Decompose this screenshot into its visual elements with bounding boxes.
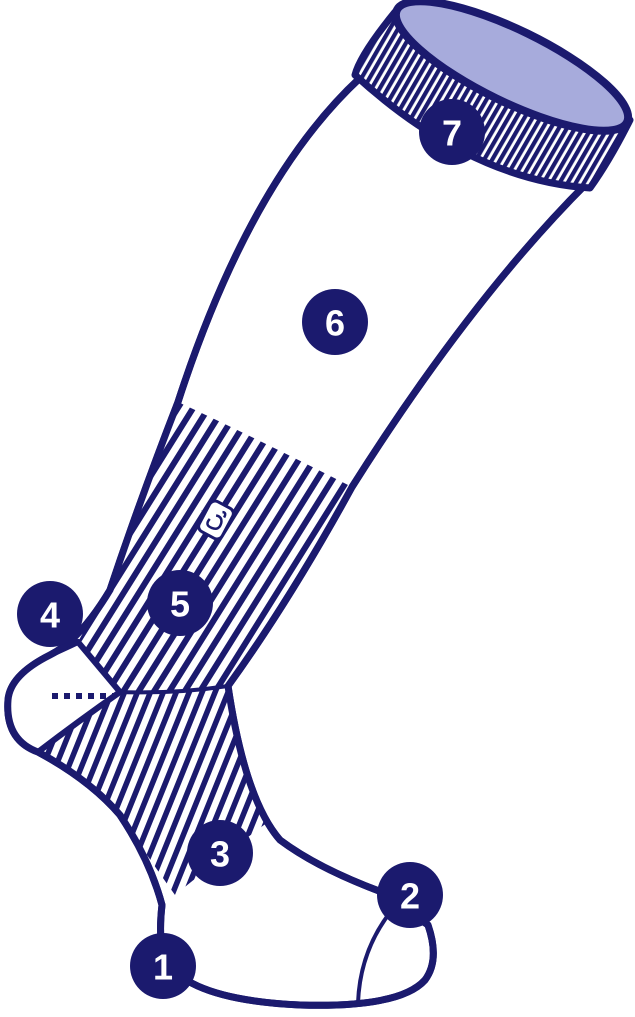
badge-4: 4	[17, 581, 83, 647]
badge-5-label: 5	[170, 584, 190, 625]
badge-1-label: 1	[153, 947, 173, 988]
ankle-zone	[78, 402, 352, 693]
badge-2: 2	[377, 862, 443, 928]
badge-5: 5	[147, 570, 213, 636]
badge-2-label: 2	[400, 876, 420, 917]
badge-7-label: 7	[442, 113, 462, 154]
badge-3: 3	[187, 820, 253, 886]
badge-3-label: 3	[210, 834, 230, 875]
badge-7: 7	[419, 99, 485, 165]
cuff-opening	[391, 0, 633, 135]
toe-seam	[356, 908, 394, 1004]
badge-1: 1	[130, 933, 196, 999]
badge-6-label: 6	[325, 303, 345, 344]
badge-6: 6	[302, 289, 368, 355]
badge-4-label: 4	[40, 595, 60, 636]
brand-logo-icon	[197, 499, 235, 541]
